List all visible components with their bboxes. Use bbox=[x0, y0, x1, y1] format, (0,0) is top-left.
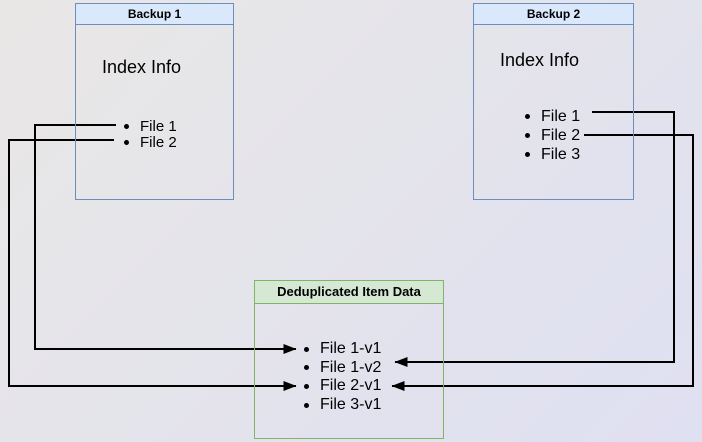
file-label: File 2 bbox=[541, 126, 581, 144]
bullet-icon bbox=[525, 152, 530, 157]
bullet-icon bbox=[525, 133, 530, 138]
list-item: File 1 bbox=[525, 107, 580, 126]
backup2-box: Backup 2 Index Info File 1 File 2 File 3 bbox=[473, 3, 634, 200]
deduplicated-item-data-box: Deduplicated Item Data File 1-v1 File 1-… bbox=[254, 280, 444, 439]
backup1-index-info-label: Index Info bbox=[102, 57, 182, 77]
bullet-icon bbox=[304, 402, 309, 408]
list-item: File 3-v1 bbox=[304, 396, 381, 415]
backup2-file-list: File 1 File 2 File 3 bbox=[525, 107, 580, 164]
file-label: File 2 bbox=[140, 133, 177, 151]
bullet-icon bbox=[304, 383, 309, 389]
list-item: File 2-v1 bbox=[304, 377, 381, 396]
bullet-icon bbox=[124, 123, 129, 129]
list-item: File 1-v2 bbox=[304, 359, 381, 378]
backup1-title: Backup 1 bbox=[76, 4, 233, 25]
item-label: File 3-v1 bbox=[320, 396, 382, 414]
file-label: File 1 bbox=[541, 107, 581, 125]
file-label: File 3 bbox=[541, 145, 581, 163]
item-label: File 2-v1 bbox=[320, 377, 382, 395]
bullet-icon bbox=[525, 114, 530, 119]
dedup-title: Deduplicated Item Data bbox=[255, 281, 443, 304]
backup2-index-info-label: Index Info bbox=[500, 50, 580, 70]
list-item: File 1 bbox=[124, 117, 177, 135]
dedup-item-list: File 1-v1 File 1-v2 File 2-v1 File 3-v1 bbox=[304, 340, 381, 414]
file-label: File 1 bbox=[140, 117, 177, 135]
bullet-icon bbox=[304, 365, 309, 371]
list-item: File 2 bbox=[124, 133, 177, 151]
backup2-title: Backup 2 bbox=[474, 4, 633, 25]
backup1-box: Backup 1 Index Info File 1 File 2 bbox=[75, 3, 234, 200]
list-item: File 1-v1 bbox=[304, 340, 381, 359]
list-item: File 3 bbox=[525, 145, 580, 164]
bullet-icon bbox=[124, 139, 129, 145]
item-label: File 1-v1 bbox=[320, 340, 382, 358]
item-label: File 1-v2 bbox=[320, 358, 382, 376]
backup1-file-list: File 1 File 2 bbox=[124, 117, 177, 151]
bullet-icon bbox=[304, 346, 309, 352]
list-item: File 2 bbox=[525, 126, 580, 145]
